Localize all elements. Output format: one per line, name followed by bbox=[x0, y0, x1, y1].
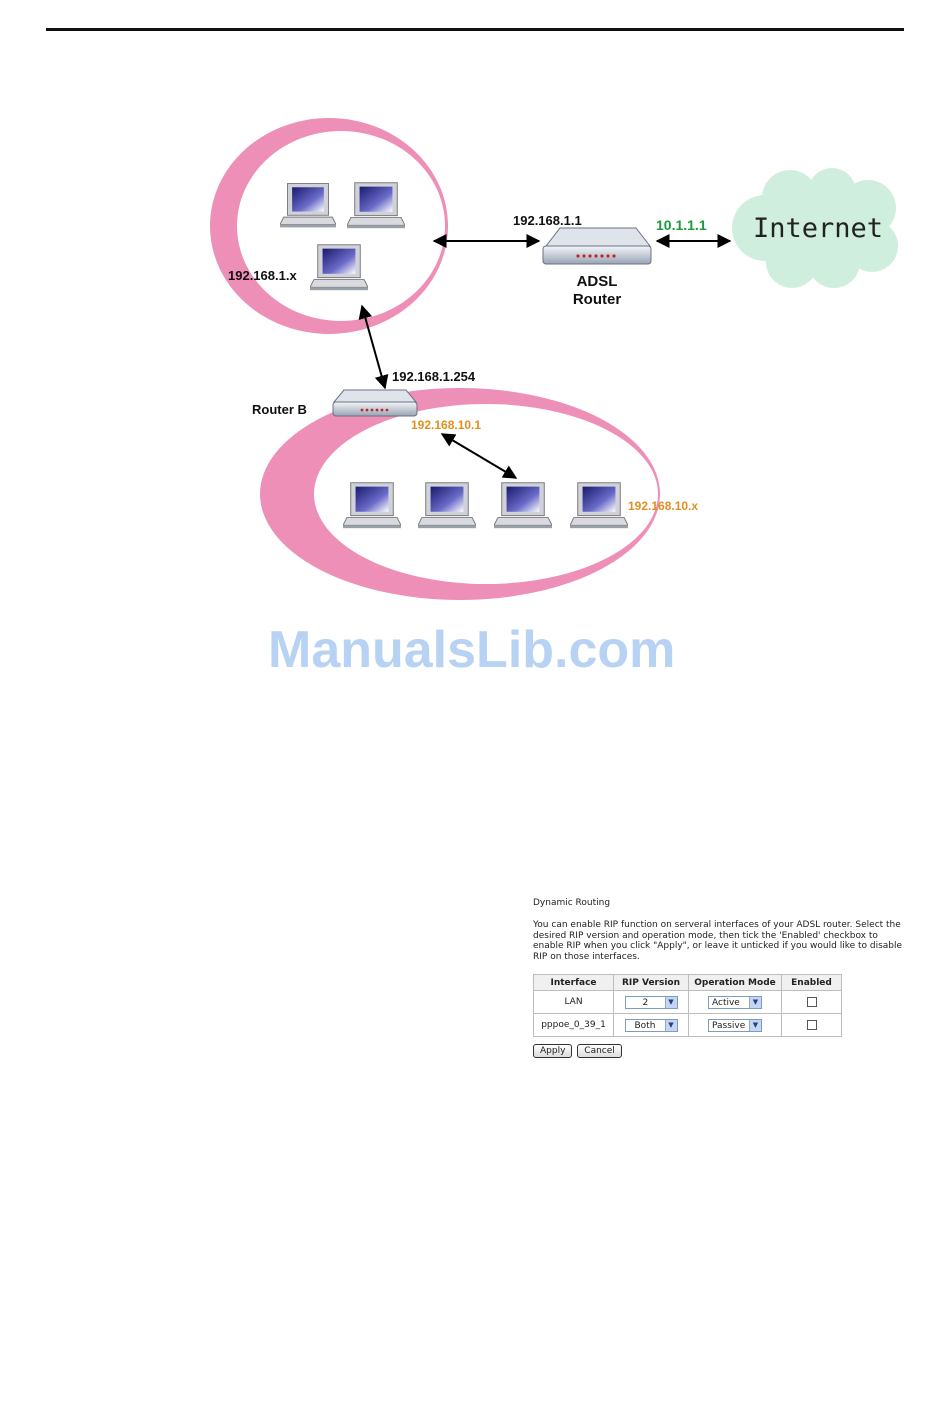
column-header-enabled: Enabled bbox=[781, 974, 842, 991]
operation-mode-value: Active bbox=[712, 997, 740, 1008]
internet-label: Internet bbox=[753, 213, 883, 244]
laptop-icon bbox=[310, 244, 368, 291]
laptop-icon bbox=[570, 482, 628, 529]
router-b-lan-ip-label: 192.168.10.1 bbox=[411, 418, 481, 432]
table-header-row: Interface RIP Version Operation Mode Ena… bbox=[533, 974, 842, 991]
router-b-wan-ip-label: 192.168.1.254 bbox=[392, 369, 476, 384]
operation-mode-select[interactable]: Passive▼ bbox=[708, 1018, 762, 1032]
laptop-icon bbox=[418, 482, 476, 529]
chevron-down-icon: ▼ bbox=[664, 996, 677, 1008]
rip-version-value: 2 bbox=[642, 997, 649, 1008]
laptop-icon bbox=[494, 482, 552, 529]
adsl-wan-ip-label: 10.1.1.1 bbox=[656, 217, 707, 233]
interface-cell: pppoe_0_39_1 bbox=[533, 1013, 614, 1037]
adsl-lan-ip-label: 192.168.1.1 bbox=[513, 213, 582, 228]
laptop-icon bbox=[280, 183, 336, 228]
router-b-icon bbox=[332, 389, 418, 417]
interface-cell: LAN bbox=[533, 990, 614, 1014]
panel-title: Dynamic Routing bbox=[533, 898, 611, 908]
lan1-subnet-label: 192.168.1.x bbox=[228, 268, 297, 283]
column-header-rip-version: RIP Version bbox=[613, 974, 689, 991]
adsl-label-line2: Router bbox=[573, 291, 621, 308]
enabled-checkbox[interactable] bbox=[806, 1019, 817, 1030]
column-header-operation-mode: Operation Mode bbox=[688, 974, 782, 991]
panel-description: You can enable RIP function on serveral … bbox=[533, 920, 903, 962]
lan2-subnet-label: 192.168.10.x bbox=[628, 499, 698, 513]
chevron-down-icon: ▼ bbox=[749, 1019, 761, 1031]
button-bar: Apply Cancel bbox=[533, 1044, 905, 1058]
operation-mode-value: Passive bbox=[712, 1020, 746, 1031]
rip-version-select[interactable]: Both ▼ bbox=[624, 1018, 678, 1032]
table-row: pppoe_0_39_1 Both▼ Passive▼ bbox=[533, 1013, 842, 1037]
link-arrow bbox=[440, 433, 518, 479]
link-arrow bbox=[358, 304, 389, 390]
laptop-icon bbox=[347, 182, 405, 229]
adsl-router-icon bbox=[542, 227, 652, 265]
top-rule bbox=[46, 28, 904, 31]
column-header-interface: Interface bbox=[533, 974, 614, 991]
network-diagram: Internet 192.168.1.x 192.168.10.x ADSL R… bbox=[210, 118, 898, 600]
chevron-down-icon: ▼ bbox=[749, 996, 761, 1008]
operation-mode-select[interactable]: Active ▼ bbox=[708, 995, 762, 1009]
rip-version-select[interactable]: 2▼ bbox=[624, 995, 678, 1009]
rip-table: Interface RIP Version Operation Mode Ena… bbox=[533, 974, 842, 1037]
apply-button[interactable]: Apply bbox=[533, 1044, 573, 1058]
dynamic-routing-panel: Dynamic Routing You can enable RIP funct… bbox=[533, 898, 905, 1058]
watermark: ManualsLib.com bbox=[268, 621, 676, 679]
chevron-down-icon: ▼ bbox=[664, 1019, 677, 1031]
laptop-icon bbox=[343, 482, 401, 529]
rip-version-value: Both bbox=[634, 1020, 656, 1031]
adsl-label-line1: ADSL bbox=[577, 273, 618, 290]
cancel-button[interactable]: Cancel bbox=[577, 1044, 622, 1058]
router-b-label: Router B bbox=[252, 402, 307, 417]
internet-cloud bbox=[732, 168, 898, 288]
table-row: LAN 2▼ Active▼ bbox=[533, 990, 842, 1014]
enabled-checkbox[interactable] bbox=[806, 996, 817, 1007]
